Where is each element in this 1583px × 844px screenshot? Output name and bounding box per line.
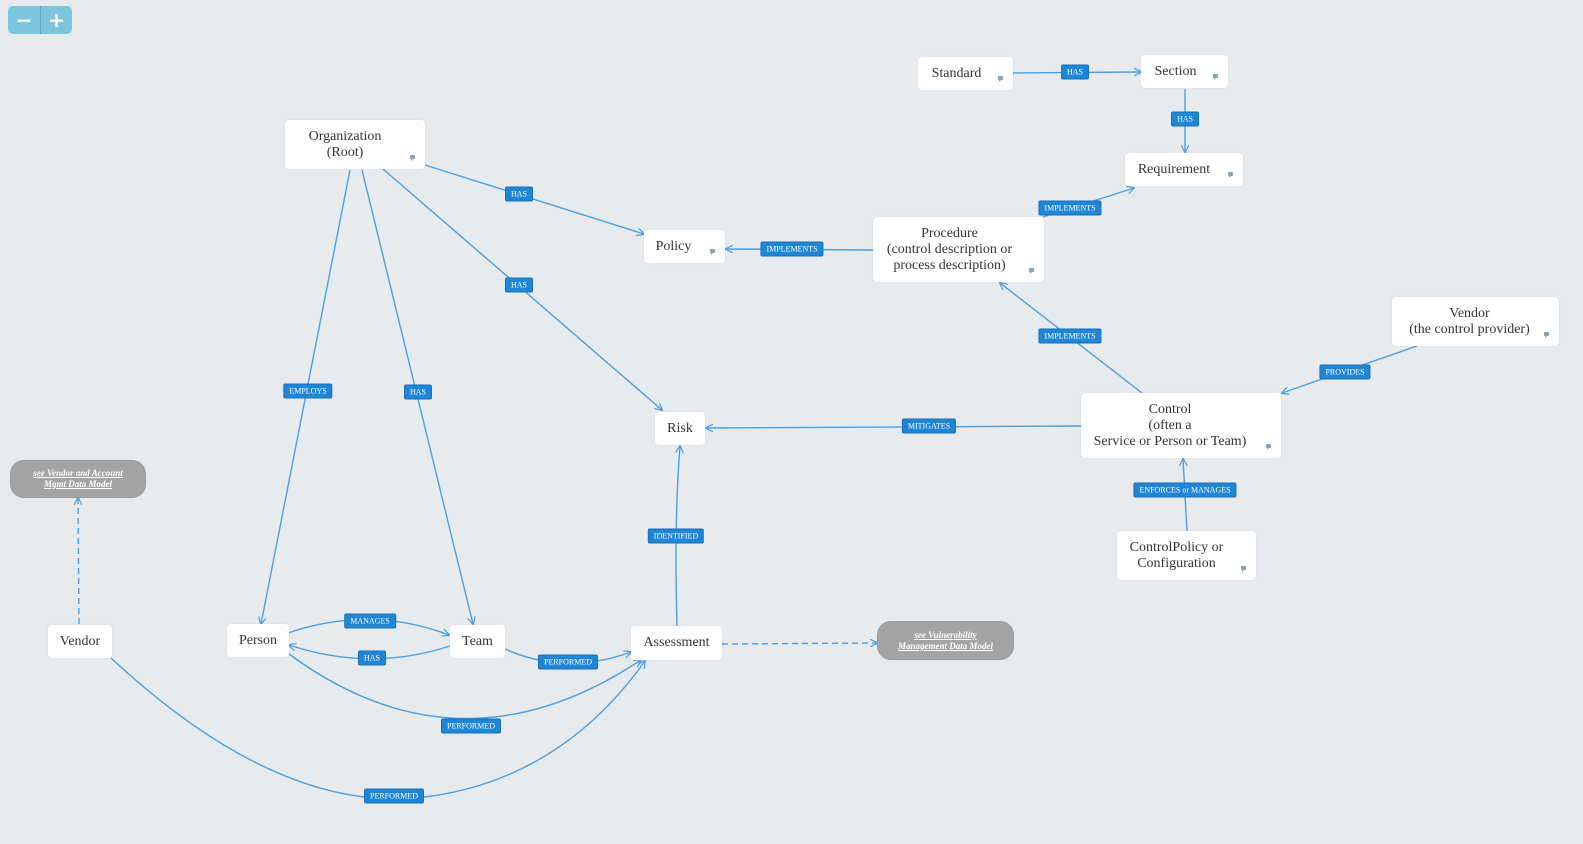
node-control-policy[interactable]: ControlPolicy or Configuration (1117, 531, 1256, 580)
note-icon (410, 155, 415, 161)
node-procedure-label: Procedure (control description or proces… (886, 225, 1013, 273)
node-requirement[interactable]: Requirement (1125, 153, 1243, 186)
edge-vendor-assessment[interactable] (110, 657, 645, 800)
node-person[interactable]: Person (227, 624, 289, 657)
node-control-policy-label: ControlPolicy or Configuration (1129, 539, 1224, 571)
edge-label-standard-section: HAS (1060, 64, 1090, 80)
note-icon (1544, 332, 1549, 338)
edge-label-org-team: HAS (403, 384, 433, 400)
edge-label-cpolicy-control: ENFORCES or MANAGES (1133, 482, 1237, 498)
edge-label-procedure-requirement: IMPLEMENTS (1038, 200, 1102, 216)
node-section-label: Section (1154, 63, 1197, 79)
note-icon (1029, 268, 1034, 274)
node-standard-label: Standard (931, 65, 982, 81)
ref-vulnerability-data-model[interactable]: see Vulnerability Management Data Model (877, 621, 1014, 660)
edge-label-section-requirement: HAS (1170, 111, 1200, 127)
edge-label-team-assessment: PERFORMED (537, 654, 599, 670)
node-assessment[interactable]: Assessment (631, 626, 722, 660)
node-risk[interactable]: Risk (655, 412, 705, 445)
node-standard[interactable]: Standard (918, 57, 1013, 90)
node-procedure[interactable]: Procedure (control description or proces… (873, 217, 1044, 282)
node-team-label: Team (462, 633, 493, 649)
edge-control-risk[interactable] (706, 426, 1082, 428)
ref-vendor-account-data-model[interactable]: see Vendor and Account Mgmt Data Model (10, 460, 146, 498)
node-vendor-label: Vendor (59, 633, 101, 649)
node-vendor[interactable]: Vendor (48, 625, 112, 658)
note-icon (1266, 444, 1271, 450)
node-section[interactable]: Section (1141, 55, 1228, 88)
edge-label-procedure-policy: IMPLEMENTS (760, 241, 824, 257)
node-organization-label: Organization (Root) (308, 128, 382, 160)
node-team[interactable]: Team (450, 625, 505, 658)
edge-assessment-vulnerability[interactable] (721, 643, 877, 644)
zoom-controls: − + (8, 6, 72, 34)
node-risk-label: Risk (667, 420, 693, 436)
note-icon (1213, 74, 1218, 80)
node-vendor-provider[interactable]: Vendor (the control provider) (1392, 297, 1559, 346)
ref-vulnerability-label: see Vulnerability Management Data Model (897, 629, 993, 651)
note-icon (1241, 566, 1246, 572)
edge-org-policy[interactable] (424, 164, 644, 234)
node-assessment-label: Assessment (643, 635, 710, 650)
edge-label-org-person: EMPLOYS (283, 383, 333, 399)
edge-label-person-team: MANAGES (344, 613, 396, 629)
zoom-out-button[interactable]: − (8, 6, 40, 34)
edge-assessment-risk[interactable] (675, 446, 680, 627)
edge-label-vendor-assessment: PERFORMED (363, 788, 425, 804)
edge-person-assessment[interactable] (288, 653, 641, 720)
node-policy-label: Policy (655, 238, 692, 254)
node-requirement-label: Requirement (1137, 161, 1211, 177)
edge-label-vendor-control: PROVIDES (1319, 364, 1371, 380)
edge-label-team-person: HAS (357, 650, 387, 666)
node-control[interactable]: Control (often a Service or Person or Te… (1081, 393, 1281, 458)
node-policy[interactable]: Policy (644, 230, 725, 263)
ref-vendor-account-label: see Vendor and Account Mgmt Data Model (33, 468, 123, 489)
node-person-label: Person (238, 632, 278, 648)
edge-vendor-account-ref[interactable] (78, 498, 79, 625)
node-organization[interactable]: Organization (Root) (285, 120, 425, 169)
edge-label-org-risk: HAS (504, 277, 534, 293)
note-icon (998, 76, 1003, 82)
edge-label-assessment-risk: IDENTIFIED (647, 528, 705, 544)
node-control-label: Control (often a Service or Person or Te… (1093, 401, 1247, 449)
edge-label-control-procedure: IMPLEMENTS (1038, 328, 1102, 344)
node-vendor-provider-label: Vendor (the control provider) (1409, 305, 1530, 337)
edge-label-person-assessment: PERFORMED (440, 718, 502, 734)
note-icon (710, 249, 715, 255)
edge-label-org-policy: HAS (504, 186, 534, 202)
edge-label-control-risk: MITIGATES (901, 418, 957, 434)
zoom-in-button[interactable]: + (40, 6, 72, 34)
note-icon (1228, 172, 1233, 178)
